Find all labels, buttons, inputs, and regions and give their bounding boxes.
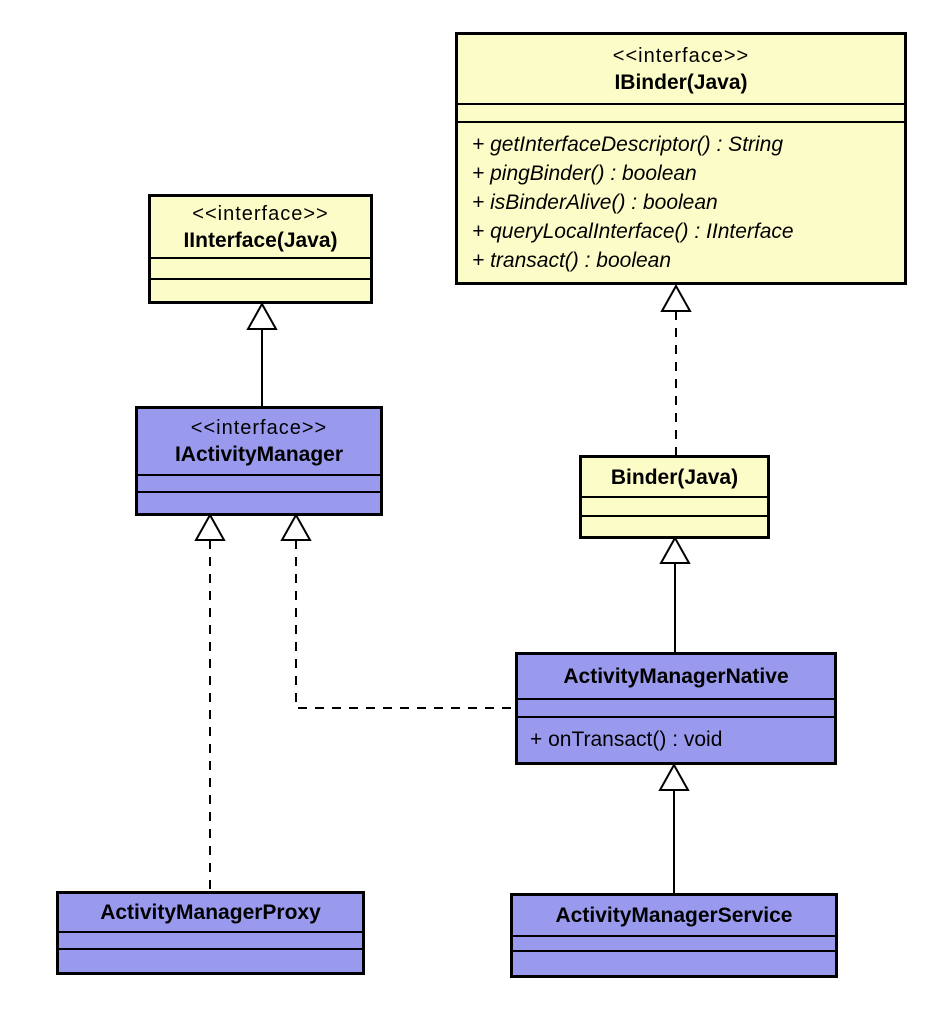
class-name: IBinder(Java) xyxy=(614,70,748,94)
class-box-activitymanagernative: ActivityManagerNative + onTransact() : v… xyxy=(515,652,837,765)
class-title-iactivitymanager: <<interface>> IActivityManager xyxy=(138,409,380,476)
class-name: IInterface(Java) xyxy=(183,228,338,252)
method-item: + isBinderAlive() : boolean xyxy=(472,191,718,214)
generalization-arrow-activitymanagernative-to-binder xyxy=(659,535,691,653)
method-item: + getInterfaceDescriptor() : String xyxy=(472,133,784,156)
stereotype-label: <<interface>> xyxy=(612,44,750,67)
class-title-activitymanagerservice: ActivityManagerService xyxy=(513,896,835,937)
class-box-iinterface: <<interface>> IInterface(Java) xyxy=(148,194,373,304)
attributes-compartment-activitymanagernative xyxy=(518,700,834,718)
class-name: IActivityManager xyxy=(174,443,344,466)
class-title-binder: Binder(Java) xyxy=(582,458,767,498)
realization-arrow-activitymanagerproxy-to-iactivitymanager xyxy=(194,512,226,892)
class-box-activitymanagerservice: ActivityManagerService xyxy=(510,893,838,978)
method-item: + onTransact() : void xyxy=(530,728,723,751)
class-name: ActivityManagerService xyxy=(555,904,793,927)
attributes-compartment-iinterface xyxy=(151,259,370,280)
methods-compartment-iinterface xyxy=(151,280,370,301)
methods-compartment-activitymanagernative: + onTransact() : void xyxy=(518,718,834,762)
method-item: + queryLocalInterface() : IInterface xyxy=(472,220,794,243)
class-box-iactivitymanager: <<interface>> IActivityManager xyxy=(135,406,383,516)
stereotype-label: <<interface>> xyxy=(192,202,329,225)
methods-compartment-activitymanagerservice xyxy=(513,952,835,975)
attributes-compartment-activitymanagerservice xyxy=(513,937,835,952)
methods-compartment-iactivitymanager xyxy=(138,493,380,513)
attributes-compartment-ibinder xyxy=(458,105,904,123)
class-name: Binder(Java) xyxy=(610,465,739,489)
attributes-compartment-binder xyxy=(582,498,767,517)
generalization-arrow-activitymanagerservice-to-activitymanagernative xyxy=(658,762,690,894)
class-box-ibinder: <<interface>> IBinder(Java) + getInterfa… xyxy=(455,32,907,285)
stereotype-label: <<interface>> xyxy=(190,417,328,439)
class-name: ActivityManagerProxy xyxy=(100,901,321,924)
realization-arrow-binder-to-ibinder xyxy=(660,283,692,456)
methods-compartment-activitymanagerproxy xyxy=(59,950,362,972)
class-title-activitymanagernative: ActivityManagerNative xyxy=(518,655,834,700)
realization-arrow-activitymanagernative-to-iactivitymanager xyxy=(280,512,516,709)
class-name: ActivityManagerNative xyxy=(563,665,789,688)
class-title-iinterface: <<interface>> IInterface(Java) xyxy=(151,197,370,259)
method-item: + transact() : boolean xyxy=(472,249,672,272)
methods-compartment-binder xyxy=(582,517,767,536)
attributes-compartment-iactivitymanager xyxy=(138,476,380,493)
class-title-ibinder: <<interface>> IBinder(Java) xyxy=(458,35,904,105)
class-box-activitymanagerproxy: ActivityManagerProxy xyxy=(56,891,365,975)
method-item: + pingBinder() : boolean xyxy=(472,162,697,185)
class-title-activitymanagerproxy: ActivityManagerProxy xyxy=(59,894,362,933)
generalization-arrow-iactivitymanager-to-iinterface xyxy=(246,301,278,407)
methods-compartment-ibinder: + getInterfaceDescriptor() : String + pi… xyxy=(458,123,904,282)
attributes-compartment-activitymanagerproxy xyxy=(59,933,362,950)
class-box-binder: Binder(Java) xyxy=(579,455,770,539)
